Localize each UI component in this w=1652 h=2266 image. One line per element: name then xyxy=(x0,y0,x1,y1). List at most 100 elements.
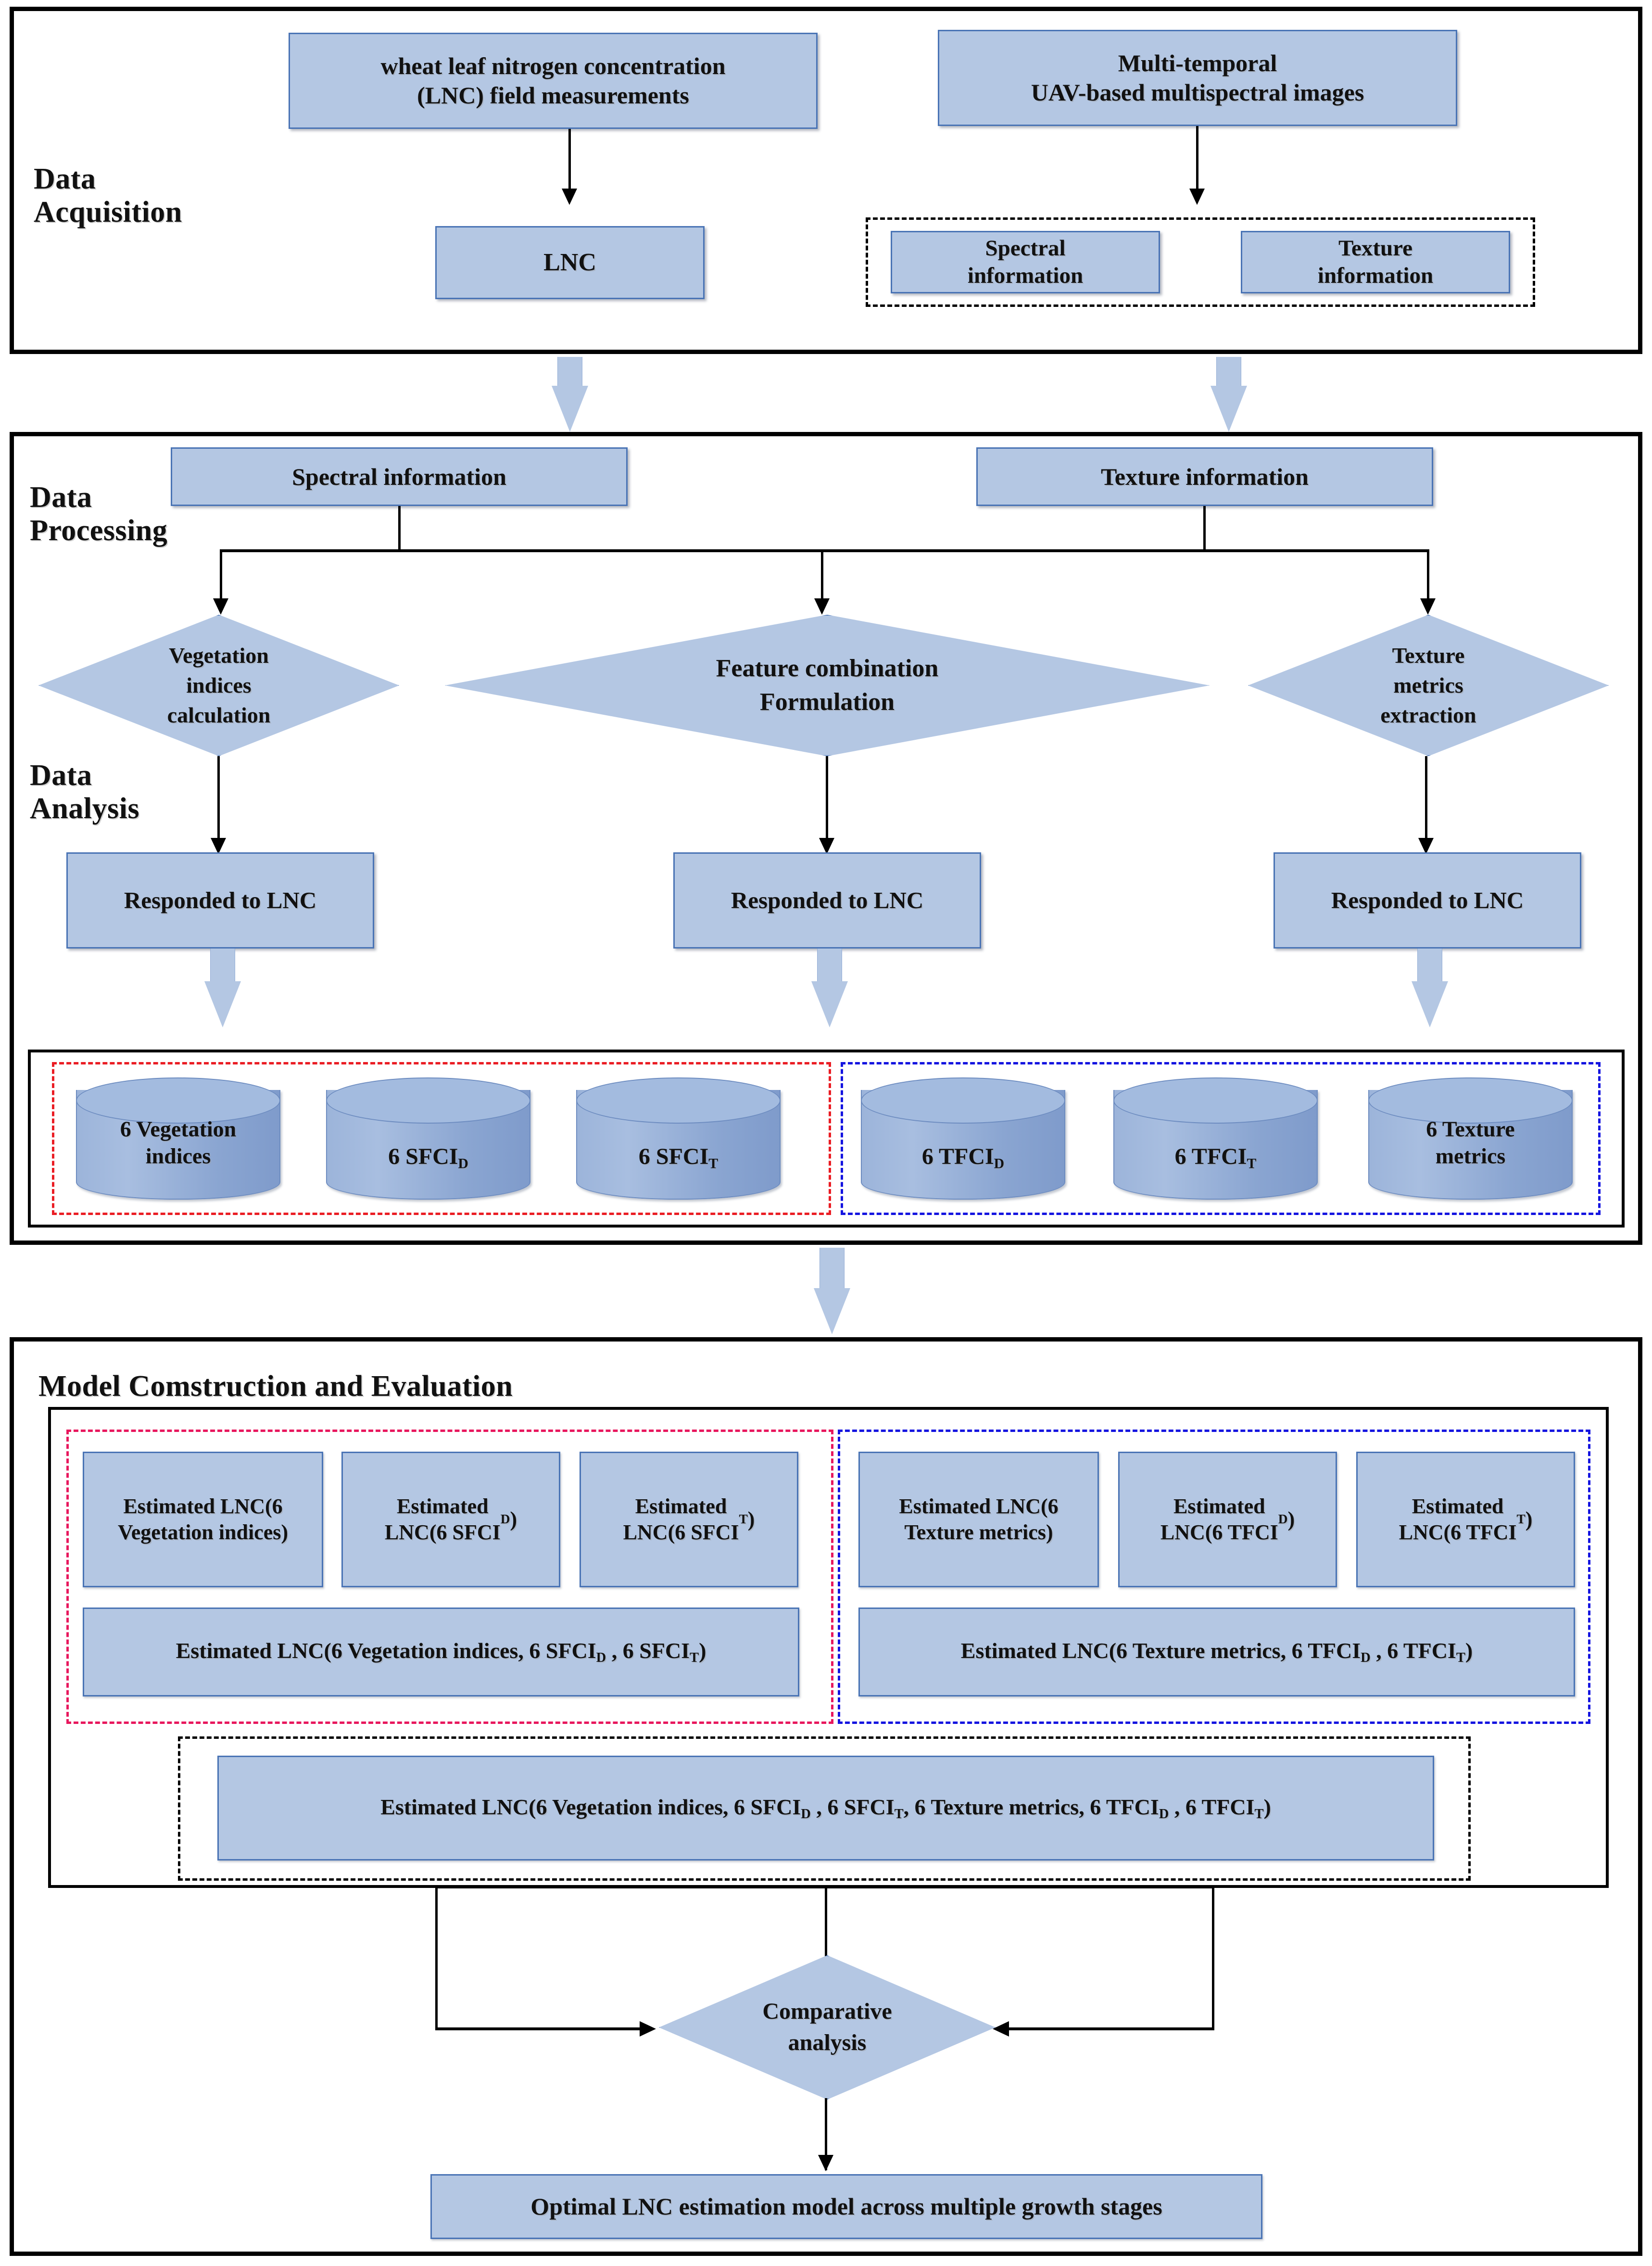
stage-label-data-processing: Data Processing xyxy=(30,481,168,547)
box-model-sfci-t-text: Estimated LNC(6 SFCI xyxy=(623,1494,739,1544)
box-model-tfci-d-text: Estimated LNC(6 TFCI xyxy=(1160,1494,1278,1544)
all-combined-label: Estimated LNC(6 Vegetation indices, 6 SF… xyxy=(380,1794,1271,1823)
cylinder-top xyxy=(326,1077,530,1124)
text-run: Estimated LNC(6 Vegetation indices, 6 SF… xyxy=(380,1794,801,1819)
cylinder-label-subscript: D xyxy=(994,1155,1005,1172)
connector-measurements-to-lnc xyxy=(568,129,571,191)
box-model-tfci-t-text: Estimated LNC(6 TFCI xyxy=(1399,1494,1517,1544)
box-optimal-model: Optimal LNC estimation model across mult… xyxy=(430,2174,1262,2239)
box-model-texture-combined: Estimated LNC(6 Texture metrics, 6 TFCID… xyxy=(858,1608,1575,1696)
cylinder-top xyxy=(76,1077,280,1124)
text-run: ) xyxy=(1263,1794,1271,1819)
box-model-tfci-t-tail: ) xyxy=(1525,1507,1533,1532)
box-spectral-information-acq: Spectral information xyxy=(891,231,1160,293)
arrowhead-spectral-to-vegetation xyxy=(213,598,228,615)
arrowhead-uav-to-info xyxy=(1189,189,1205,205)
box-model-tfci-d-subscript: D xyxy=(1278,1512,1288,1527)
connector-spectral-down xyxy=(398,506,401,552)
cylinder-label-text: 6 TFCI xyxy=(1174,1144,1247,1170)
stage-label-data-analysis: Data Analysis xyxy=(30,759,139,825)
cylinder-label-text: 6 SFCI xyxy=(638,1144,709,1170)
text-run: ) xyxy=(1465,1638,1473,1663)
diamond-vegetation-indices-calculation: Vegetation indices calculation xyxy=(38,615,399,756)
blockarrow-responded-right-down xyxy=(1399,949,1461,1027)
group-texture-datastores xyxy=(841,1062,1601,1215)
subscript: D xyxy=(596,1650,606,1666)
connector-comparative-center-down xyxy=(825,1886,827,2001)
box-texture-information-acq: Texture information xyxy=(1241,231,1510,293)
arrowhead-vegetation-to-responded xyxy=(211,838,226,854)
texture-combined-label: Estimated LNC(6 Texture metrics, 6 TFCID… xyxy=(961,1637,1473,1667)
blockarrow-acquisition-to-processing-right xyxy=(1198,357,1260,432)
stage-label-model-construction: Model Comstruction and Evaluation xyxy=(38,1370,513,1403)
arrowhead-spectral-to-feature xyxy=(814,598,830,615)
connector-texture-down xyxy=(1203,506,1206,552)
arrowhead-comparative-right xyxy=(993,2021,1009,2037)
subscript: T xyxy=(690,1650,699,1666)
box-field-measurements: wheat leaf nitrogen concentration (LNC) … xyxy=(289,33,818,129)
connector-comparative-to-optimal xyxy=(825,2098,827,2170)
connector-texture-to-metrics xyxy=(1427,549,1429,602)
box-model-texture-metrics: Estimated LNC(6 Texture metrics) xyxy=(858,1452,1099,1587)
connector-uav-to-info xyxy=(1196,126,1198,191)
box-model-spectral-combined: Estimated LNC(6 Vegetation indices, 6 SF… xyxy=(83,1608,799,1696)
cylinder-label-text: 6 TFCI xyxy=(921,1144,994,1170)
arrowhead-feature-to-responded xyxy=(819,838,834,854)
text-run: Estimated LNC(6 Texture metrics, 6 TFCI xyxy=(960,1638,1361,1663)
cylinder-top xyxy=(861,1077,1065,1124)
diamond-texture-metrics-extraction: Texture metrics extraction xyxy=(1248,615,1609,756)
text-run: , 6 SFCI xyxy=(810,1794,895,1819)
cylinder-label-subscript: T xyxy=(1247,1155,1257,1172)
cylinder-top xyxy=(1113,1077,1318,1124)
cylinder-label: 6 TFCID xyxy=(861,1115,1065,1173)
cylinder-label: 6 TFCIT xyxy=(1113,1115,1318,1173)
box-texture-information-proc: Texture information xyxy=(976,447,1433,506)
group-uav-derived-information xyxy=(866,217,1535,307)
cylinder-sfci-t: 6 SFCIT xyxy=(576,1077,781,1200)
subscript: D xyxy=(801,1806,811,1822)
box-responded-right: Responded to LNC xyxy=(1274,852,1581,949)
text-run: , 6 TFCI xyxy=(1370,1638,1456,1663)
subscript: T xyxy=(894,1806,904,1822)
connector-vegetation-to-responded xyxy=(217,756,220,844)
connector-spectral-to-vegetation xyxy=(220,549,222,602)
connector-spectral-bus xyxy=(220,549,823,552)
box-model-sfci-t-subscript: T xyxy=(739,1512,748,1527)
cylinder-label-subscript: D xyxy=(458,1155,468,1172)
text-run: , 6 SFCI xyxy=(606,1638,690,1663)
cylinder-top xyxy=(576,1077,781,1124)
subscript: T xyxy=(1254,1806,1264,1822)
box-responded-middle: Responded to LNC xyxy=(673,852,981,949)
box-model-sfci-d-subscript: D xyxy=(500,1512,510,1527)
cylinder-label-text: 6 SFCI xyxy=(388,1144,458,1170)
arrowhead-comparative-to-optimal xyxy=(818,2155,833,2171)
arrowhead-comparative-left xyxy=(640,2021,656,2037)
box-uav-images: Multi-temporal UAV-based multispectral i… xyxy=(938,30,1457,126)
subscript: D xyxy=(1159,1806,1169,1822)
connector-comparative-left-in xyxy=(435,2027,647,2030)
connector-comparative-right-in xyxy=(1005,2027,1214,2030)
arrowhead-metrics-to-responded xyxy=(1418,838,1434,854)
group-spectral-datastores xyxy=(52,1062,831,1215)
subscript: T xyxy=(1456,1650,1465,1666)
subscript: D xyxy=(1361,1650,1371,1666)
datastore-band xyxy=(28,1050,1625,1228)
cylinder-label: 6 SFCID xyxy=(326,1115,530,1173)
cylinder-label-subscript: T xyxy=(708,1155,719,1172)
connector-spectral-to-feature xyxy=(821,549,823,602)
connector-comparative-right-down xyxy=(1212,1886,1214,2029)
box-responded-left: Responded to LNC xyxy=(66,852,374,949)
box-model-vegetation-indices: Estimated LNC(6 Vegetation indices) xyxy=(83,1452,323,1587)
cylinder-label: 6 Vegetation indices xyxy=(120,1116,237,1168)
cylinder-sfci-d: 6 SFCID xyxy=(326,1077,530,1200)
cylinder-vegetation-indices: 6 Vegetation indices xyxy=(76,1077,280,1200)
connector-metrics-to-responded xyxy=(1425,756,1427,844)
cylinder-label: 6 Texture metrics xyxy=(1426,1116,1515,1168)
box-spectral-information-proc: Spectral information xyxy=(171,447,628,506)
text-run: ) xyxy=(699,1638,706,1663)
box-model-tfci-d-tail: ) xyxy=(1287,1507,1295,1532)
cylinder-texture-metrics: 6 Texture metrics xyxy=(1368,1077,1573,1200)
